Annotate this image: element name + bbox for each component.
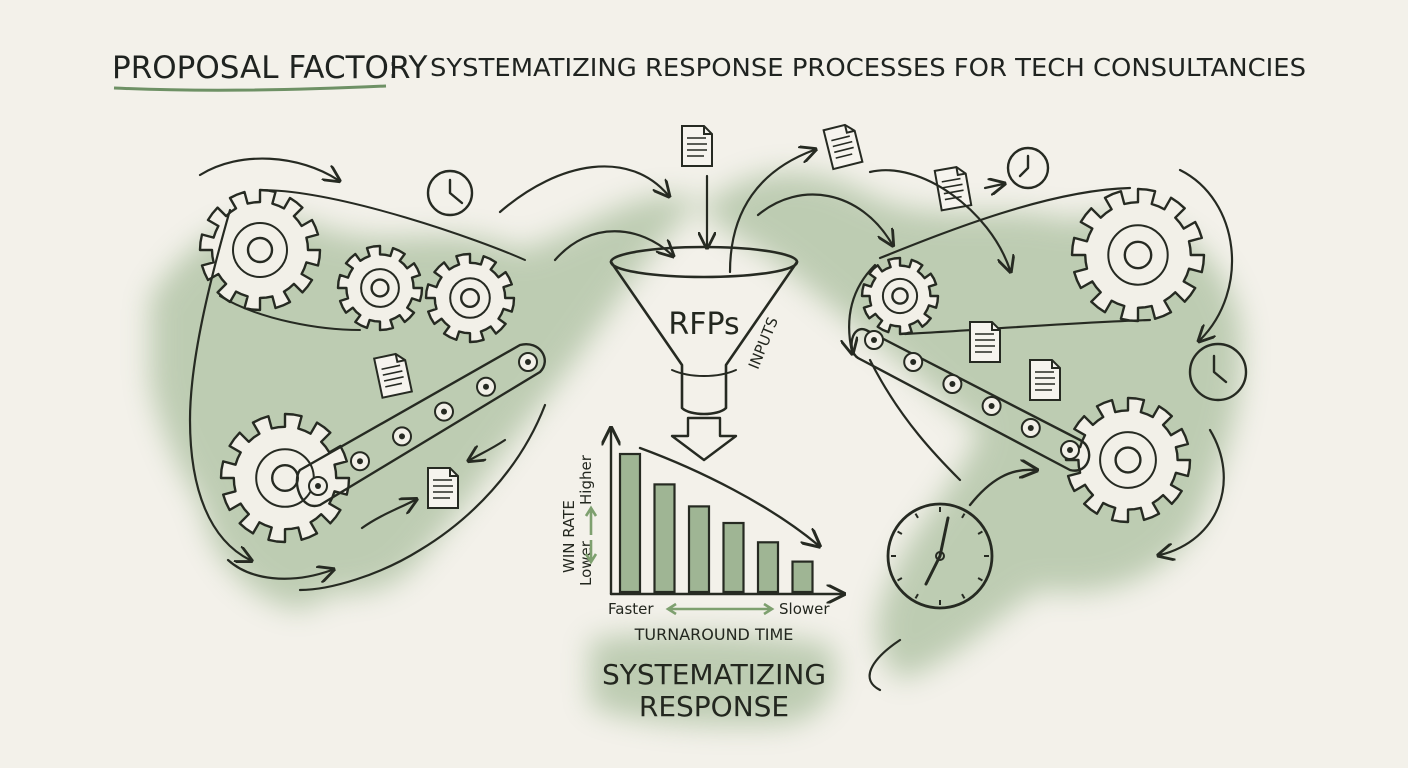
clock-icon: [426, 169, 474, 217]
y-axis-range-arrow: [584, 505, 598, 565]
title-rest: SYSTEMATIZING RESPONSE PROCESSES FOR TEC…: [430, 53, 1306, 82]
gear-icon: [860, 256, 940, 336]
bar: [756, 541, 780, 594]
gear-icon: [219, 412, 351, 544]
arrow-icon: [983, 184, 1003, 188]
document-icon: [427, 467, 459, 509]
x-axis-range-arrow: [665, 602, 775, 616]
funnel-side-label: INPUTS: [745, 315, 782, 372]
bar: [687, 505, 711, 594]
arrow-icon: [1178, 168, 1234, 340]
y-axis-high-label: Higher: [577, 454, 595, 505]
clock-icon: [1188, 342, 1248, 402]
y-axis-title: WIN RATE: [560, 500, 578, 573]
bar: [722, 521, 745, 594]
arrow-icon: [553, 230, 672, 262]
bar: [653, 483, 676, 594]
arrow-icon: [360, 500, 415, 530]
arrow-icon: [756, 193, 892, 244]
gear-icon: [1070, 187, 1206, 323]
conveyor-belt-icon: [850, 327, 1091, 472]
arrow-icon: [198, 157, 338, 180]
clock-icon: [1006, 146, 1050, 190]
arrow-icon: [670, 416, 738, 462]
win-rate-chart: Lower Higher WIN RATE Faster Slower TURN…: [560, 430, 842, 644]
document-icon: [1029, 359, 1061, 401]
arrow-icon: [188, 208, 250, 560]
badge-line-2: RESPONSE: [639, 690, 789, 723]
badge-line-1: SYSTEMATIZING: [602, 658, 826, 691]
arrow-icon: [868, 358, 962, 482]
x-axis-title: TURNAROUND TIME: [634, 625, 794, 644]
trend-arrow: [638, 446, 818, 545]
document-icon: [822, 121, 864, 171]
funnel-label: RFPs: [668, 307, 739, 342]
arrow-icon: [728, 150, 814, 274]
clock-icon: [886, 502, 994, 610]
title-lead: PROPOSAL FACTORY: [112, 50, 427, 86]
arrow-icon: [868, 638, 902, 692]
gear-icon: [198, 188, 322, 312]
document-icon: [969, 321, 1001, 363]
arrow-icon: [298, 403, 547, 592]
gear-icon: [336, 244, 424, 332]
right-factory-machine: [822, 121, 1248, 692]
arrow-icon: [868, 169, 1010, 270]
arrow-icon: [1160, 428, 1225, 555]
bar: [791, 560, 814, 594]
document-icon: [681, 125, 713, 167]
gear-icon: [424, 252, 516, 344]
page-title: PROPOSAL FACTORY : SYSTEMATIZING RESPONS…: [112, 50, 1306, 92]
arrow-icon: [470, 438, 507, 460]
arrow-icon: [498, 165, 668, 214]
x-axis-right-label: Slower: [779, 600, 830, 618]
bar-series: [618, 452, 814, 594]
systematizing-response-badge: SYSTEMATIZING RESPONSE: [602, 658, 826, 723]
left-factory-machine: [188, 157, 547, 592]
bar: [618, 452, 642, 594]
arrow-icon: [226, 558, 332, 579]
x-axis-left-label: Faster: [608, 600, 654, 618]
arrow-icon: [968, 470, 1035, 507]
gear-icon: [1064, 396, 1192, 524]
funnel-icon: [609, 245, 799, 462]
arrow-icon: [849, 263, 877, 352]
title-separator: :: [388, 50, 398, 86]
title-underline: [113, 84, 387, 92]
conveyor-belt-icon: [295, 343, 546, 508]
